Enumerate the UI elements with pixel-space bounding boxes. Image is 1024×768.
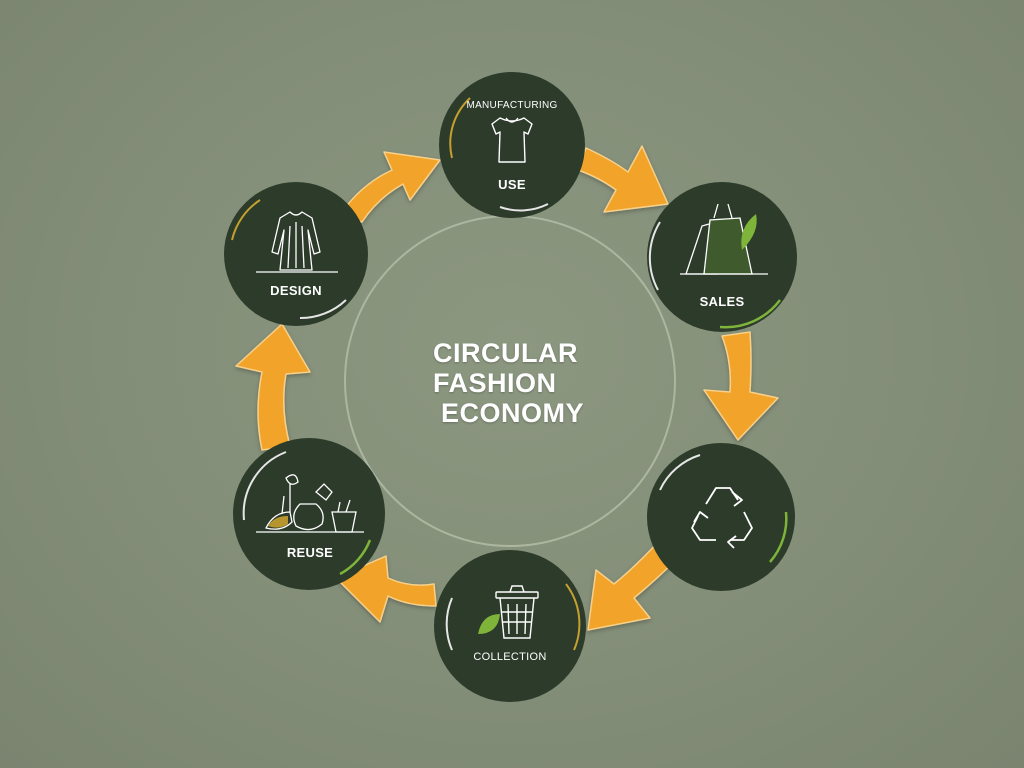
- recycle-icon: [691, 487, 753, 549]
- arrow-use-to-sales: [577, 145, 669, 213]
- fabric-bags-icon: [680, 203, 768, 275]
- node-use-label: USE: [498, 177, 526, 192]
- node-reuse-label: REUSE: [286, 545, 334, 560]
- node-collection-label: COLLECTION: [473, 651, 547, 663]
- title-line-1: CIRCULAR: [433, 338, 578, 368]
- node-sales: [647, 182, 797, 332]
- arrow-recycle-to-collection: [587, 539, 681, 631]
- node-collection: [434, 550, 586, 702]
- tshirt-icon: [491, 117, 533, 163]
- arrow-reuse-to-design: [235, 323, 311, 451]
- node-design-label: DESIGN: [270, 283, 322, 298]
- node-reuse: [233, 438, 385, 590]
- title-line-2: FASHION: [433, 368, 557, 398]
- arrow-sales-to-recycle: [703, 331, 779, 441]
- node-recycle: [647, 443, 795, 591]
- vases-icon: [256, 474, 364, 533]
- node-use: [439, 72, 585, 218]
- node-use-top-label: MANUFACTURING: [466, 100, 558, 111]
- arrow-design-to-use: [339, 151, 441, 223]
- collection-bin-icon: [495, 585, 539, 639]
- leaf-icon: [478, 614, 500, 634]
- diagram-title: CIRCULAR FASHION ECONOMY: [405, 338, 625, 428]
- dress-icon: [256, 211, 338, 273]
- node-sales-label: SALES: [699, 294, 745, 309]
- node-design: [224, 182, 368, 326]
- title-line-3: ECONOMY: [441, 398, 585, 428]
